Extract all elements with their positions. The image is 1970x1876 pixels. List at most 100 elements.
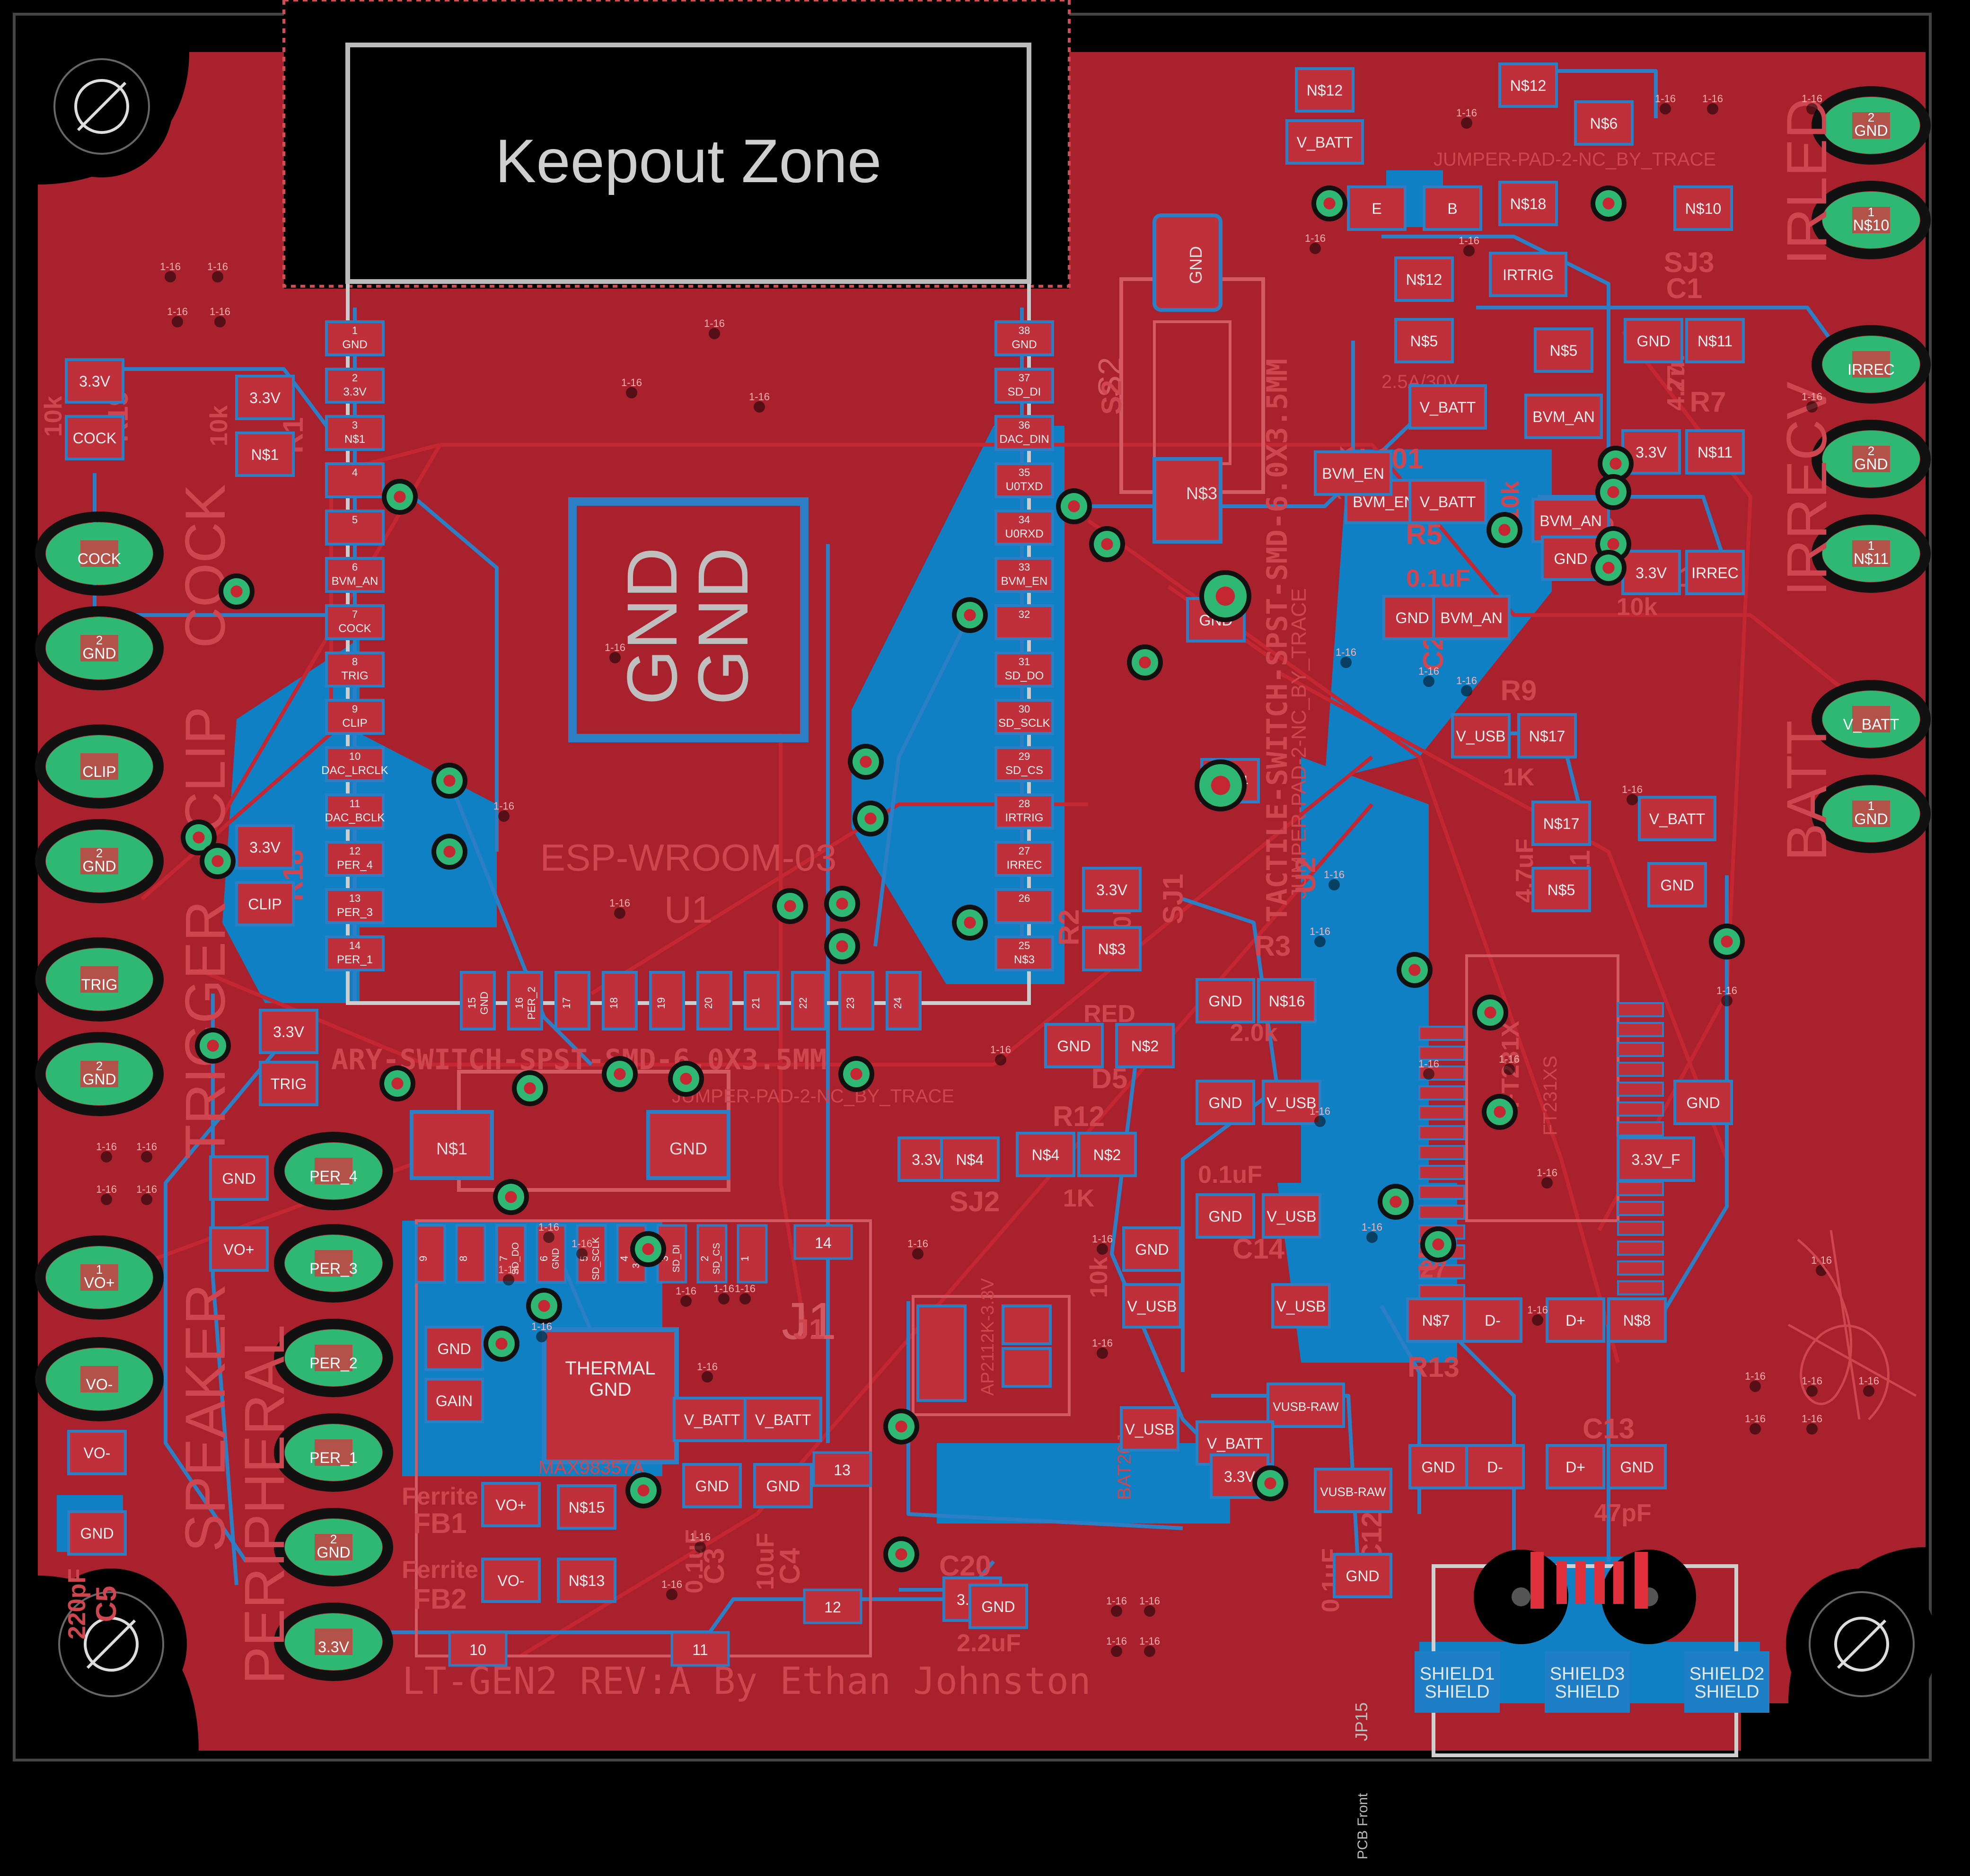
via-tag-dot bbox=[1863, 1385, 1874, 1397]
sd-connector-j1: J1 bbox=[415, 1219, 872, 1657]
smd-pad bbox=[1498, 181, 1558, 226]
sd-pin-9 bbox=[415, 1224, 446, 1284]
smd-pad bbox=[259, 1009, 318, 1054]
esp-pin-label: TRIG bbox=[341, 669, 368, 682]
smd-pad-label: GND bbox=[1208, 993, 1242, 1010]
esp-pin-1 bbox=[325, 320, 385, 356]
sd-pin-12 bbox=[803, 1588, 862, 1624]
smd-pad bbox=[1638, 796, 1716, 841]
switch-label-bottom: ARY-SWITCH-SPST-SMD-6.0X3.5MM bbox=[331, 1043, 827, 1076]
esp-pin-37 bbox=[994, 368, 1054, 404]
smd-pad bbox=[1044, 1023, 1104, 1068]
smd-pad bbox=[481, 1558, 541, 1603]
esp-pin-label: SD_DO bbox=[1005, 669, 1044, 682]
sd-pin-label: SD_SCLK bbox=[591, 1237, 601, 1280]
smd-pad-label: V_BATT bbox=[1297, 134, 1353, 151]
esp-pin-28 bbox=[994, 793, 1054, 829]
left-pad-2-ring bbox=[35, 724, 164, 809]
sd-pin-num: 7 bbox=[498, 1256, 510, 1261]
smd-pad bbox=[1673, 1080, 1733, 1125]
sd-pin-num: 14 bbox=[815, 1234, 832, 1251]
smd-pad bbox=[1432, 595, 1511, 640]
smd-pad-label: GND bbox=[1620, 1459, 1653, 1476]
smd-pad-label: GND bbox=[1395, 609, 1429, 626]
via-drill bbox=[443, 775, 456, 787]
sd-pin-num: 1 bbox=[739, 1256, 751, 1261]
pad-label: V_BATT bbox=[1843, 716, 1900, 733]
via-tag: 1-16 bbox=[1092, 1337, 1113, 1349]
via-tag-dot bbox=[1504, 1064, 1515, 1075]
via-tag: 1-16 bbox=[1324, 869, 1345, 881]
smd-pad bbox=[65, 358, 124, 404]
smd-pad bbox=[235, 375, 295, 420]
amp-chip: THERMAL GND MAX98357A bbox=[538, 1327, 679, 1478]
smd-pad-label: GND bbox=[1208, 1094, 1242, 1111]
sd-pin-13 bbox=[812, 1451, 872, 1487]
per-pad-3-core bbox=[315, 1439, 352, 1466]
esp-pin-24 bbox=[886, 971, 922, 1030]
smd-pad bbox=[682, 1463, 742, 1508]
esp-pin-label: BVM_AN bbox=[332, 575, 378, 588]
via-tag-dot bbox=[912, 1248, 923, 1259]
comp-value-r3: 2.0k bbox=[1230, 1019, 1277, 1047]
smd-pad bbox=[940, 1136, 1000, 1182]
j1-ref: J1 bbox=[782, 1292, 836, 1350]
via-drill bbox=[1068, 500, 1080, 512]
smd-pad-label: GND bbox=[981, 1598, 1015, 1615]
esp-pin-10 bbox=[325, 746, 385, 782]
s2-net-gnd: GND bbox=[1186, 246, 1205, 284]
mount-hole-tl bbox=[31, 35, 173, 177]
esp-pin-15 bbox=[460, 971, 496, 1030]
smd-pad-label: V_BATT bbox=[1649, 810, 1706, 828]
signature-logo bbox=[1787, 1230, 1917, 1420]
sd-pin-8 bbox=[455, 1224, 486, 1284]
esp-pin-num: 17 bbox=[561, 997, 572, 1009]
esp-module: ESP-WROOM-03 U1 bbox=[346, 284, 1031, 1005]
via-tag-dot bbox=[1097, 1243, 1108, 1255]
keepout-region bbox=[282, 0, 1071, 288]
esp-pin-12 bbox=[325, 841, 385, 877]
gnd-logo-text-2: GND bbox=[683, 547, 763, 705]
via-tag: 1-16 bbox=[735, 1283, 756, 1295]
jp15-label: JP15 bbox=[1352, 1702, 1371, 1741]
smd-pad bbox=[209, 1226, 269, 1272]
via-tag-dot bbox=[1750, 1423, 1761, 1435]
pcb-front-label: PCB Front bbox=[1355, 1793, 1371, 1859]
via-tag: 1-16 bbox=[210, 306, 230, 317]
smd-pad-label: N$16 bbox=[1269, 993, 1305, 1010]
smd-pad bbox=[1546, 1297, 1605, 1343]
smd-pad bbox=[1394, 256, 1454, 302]
sd-pin-num: 6 bbox=[538, 1256, 550, 1261]
via-tag-dot bbox=[1721, 995, 1733, 1006]
pad-num: 1 bbox=[96, 1262, 103, 1277]
comp-value-c13: 47pF bbox=[1594, 1499, 1651, 1527]
ft-pin-left bbox=[1418, 1264, 1465, 1279]
comp-value-r8: 10k bbox=[1085, 1257, 1113, 1298]
left-pad-3-ring bbox=[35, 819, 164, 903]
smd-pad bbox=[1607, 1297, 1667, 1343]
via-drill bbox=[1139, 656, 1151, 669]
smd-pad bbox=[481, 1482, 541, 1527]
smd-pad-label: N$7 bbox=[1422, 1312, 1450, 1329]
smd-pad bbox=[557, 1558, 616, 1603]
via-drill bbox=[1721, 935, 1733, 948]
via-tag-dot bbox=[1660, 103, 1671, 114]
smd-pad-label: N$12 bbox=[1307, 82, 1343, 99]
via-drill bbox=[1484, 1006, 1496, 1019]
pad-num: 2 bbox=[1868, 444, 1874, 458]
via-drill bbox=[394, 491, 406, 503]
sd-pin-num: 8 bbox=[457, 1256, 469, 1261]
esp-pin-num: 25 bbox=[1019, 940, 1030, 951]
via-drill bbox=[1215, 586, 1235, 606]
via-drill bbox=[895, 1548, 907, 1560]
via-tag: 1-16 bbox=[1418, 1058, 1439, 1070]
via-tag-dot bbox=[1541, 1177, 1553, 1189]
esp-pin-num: 26 bbox=[1019, 892, 1030, 904]
via-tag-dot bbox=[1806, 401, 1818, 413]
esp-pin-35 bbox=[994, 462, 1054, 498]
via-tag-dot bbox=[101, 1151, 112, 1163]
smd-pad-label: IRTRIG bbox=[1503, 266, 1554, 283]
esp-pin-29 bbox=[994, 746, 1054, 782]
comp-ref-c3: C3 bbox=[698, 1548, 730, 1585]
